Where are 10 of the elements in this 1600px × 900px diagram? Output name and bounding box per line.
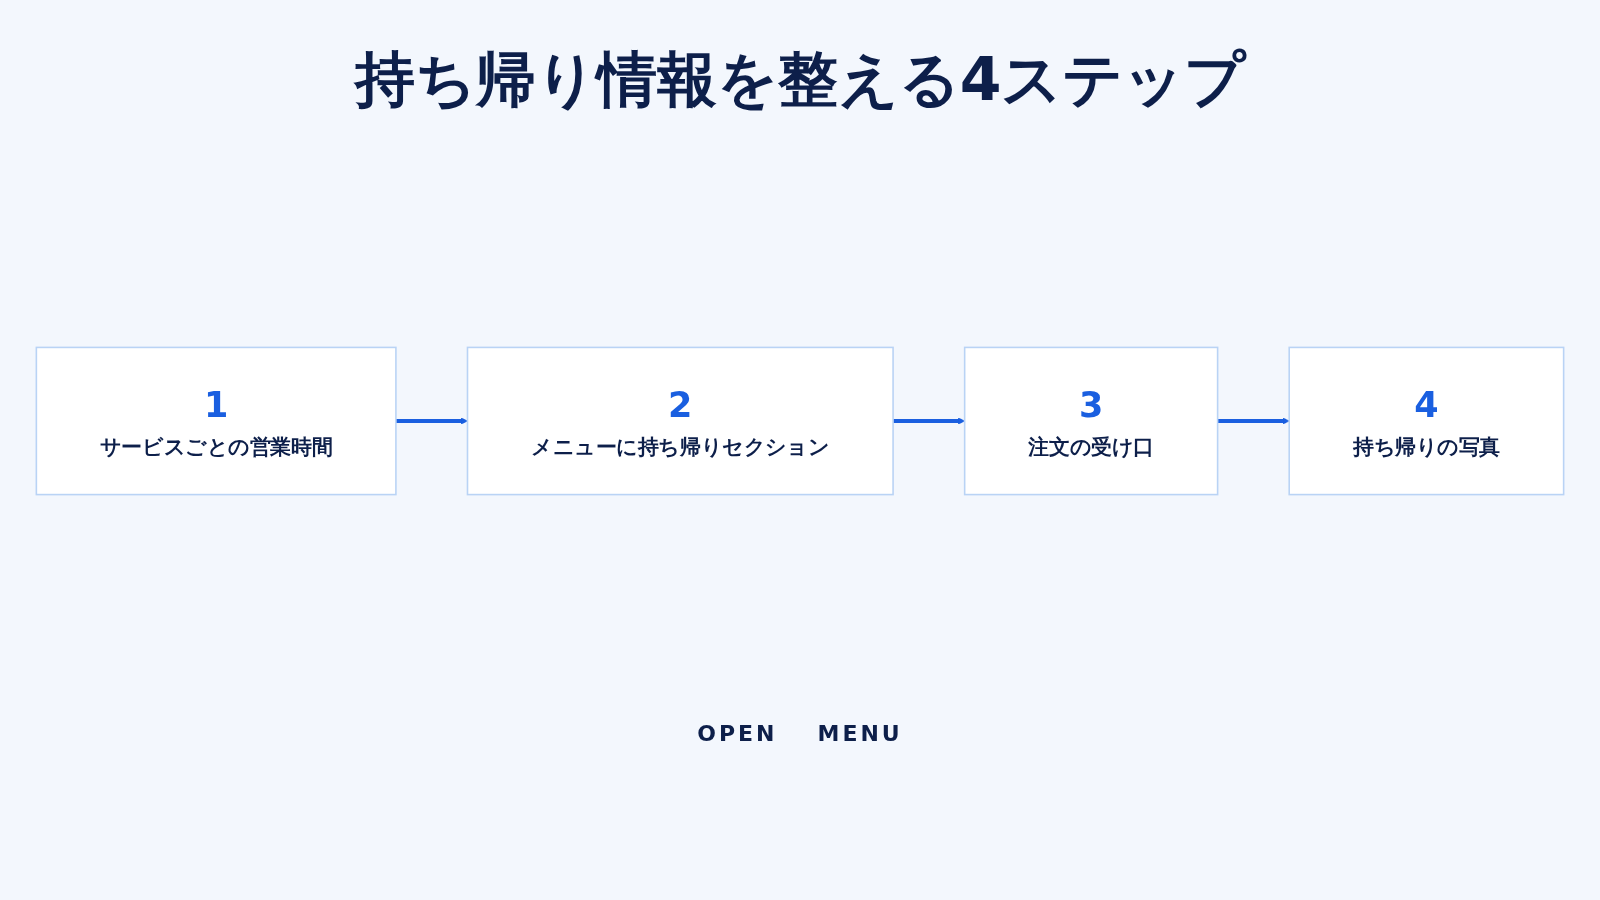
label-text: OPEN bbox=[697, 721, 778, 746]
arrow bbox=[395, 417, 468, 425]
node-box: 2 メニューに持ち帰りセクション bbox=[466, 346, 894, 496]
label-text: MENU bbox=[817, 721, 903, 746]
node-box: 4 持ち帰りの写真 bbox=[1288, 346, 1565, 496]
node-box: 1 サービスごとの営業時間 bbox=[35, 346, 397, 496]
title: 持ち帰り情報を整える4ステップ bbox=[352, 43, 1248, 116]
arrow bbox=[1217, 417, 1290, 425]
arrow bbox=[893, 417, 965, 425]
node-box: 3 注文の受け口 bbox=[963, 346, 1219, 496]
